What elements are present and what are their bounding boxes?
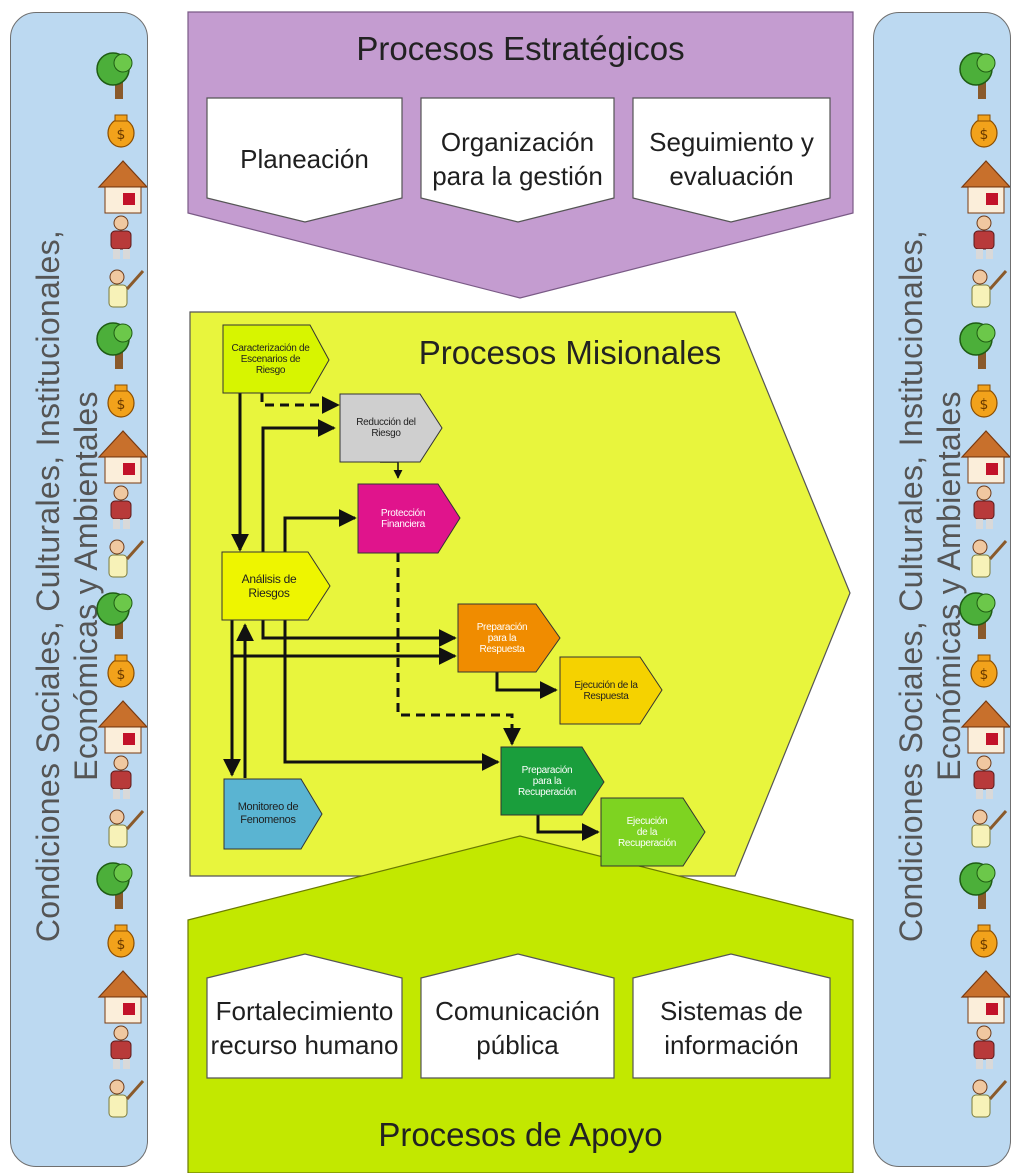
worker-icon [971, 269, 1008, 308]
person-icon [973, 215, 995, 259]
svg-text:$: $ [980, 127, 989, 143]
person-icon [110, 755, 132, 799]
person-icon [973, 485, 995, 529]
tree-icon [96, 322, 133, 369]
worker-icon [971, 1079, 1008, 1118]
money-bag-icon: $ [970, 114, 998, 148]
money-bag-icon: $ [107, 924, 135, 958]
node-monitoreo-shape [223, 778, 323, 850]
support-label-fortalecimiento: Fortalecimiento recurso humano [210, 996, 399, 1060]
person-icon [973, 755, 995, 799]
worker-icon [108, 809, 145, 848]
dashed-caracterizacion-reduccion [260, 393, 340, 414]
worker-icon [108, 269, 145, 308]
person-icon [110, 485, 132, 529]
svg-text:$: $ [980, 397, 989, 413]
right-icon-column: $ $ $ $ [956, 49, 1010, 1166]
svg-text:$: $ [117, 667, 126, 683]
house-icon [960, 430, 1010, 484]
missional-nodes [221, 324, 706, 867]
strategic-box-organizacion [420, 97, 615, 223]
svg-text:$: $ [980, 667, 989, 683]
tree-icon [959, 862, 996, 909]
connector-analisis-preparacion-respuesta-1 [261, 620, 457, 647]
right-conditions-panel: Condiciones Sociales, Culturales, Instit… [873, 12, 1011, 1167]
svg-text:$: $ [117, 397, 126, 413]
house-icon [97, 970, 147, 1024]
node-ejecucion-respuesta-shape [559, 656, 663, 725]
node-analisis: Análisis de Riesgos [241, 572, 297, 600]
support-label-comunicacion: Comunicación pública [435, 996, 600, 1060]
node-preparacion-respuesta-shape [457, 603, 561, 673]
tree-icon [96, 862, 133, 909]
connector-analisis-reduccion [261, 419, 336, 555]
tree-icon [96, 52, 133, 99]
worker-icon [108, 539, 145, 578]
strategic-label-seguimiento: Seguimiento y evaluación [649, 127, 814, 191]
money-bag-icon: $ [970, 654, 998, 688]
node-caracterizacion-shape [222, 324, 330, 394]
node-ejecucion-recuperacion: Ejecución de la Recuperación [617, 815, 677, 849]
support-box-fortalecimiento-shape [206, 953, 403, 1079]
left-conditions-panel: Condiciones Sociales, Culturales, Instit… [10, 12, 148, 1167]
support-box-comunicacion-shape [420, 953, 615, 1079]
left-icon-column: $ $ $ $ [93, 49, 147, 1166]
worker-icon [971, 809, 1008, 848]
support-boxes [206, 953, 831, 1079]
strategic-box-seguimiento [632, 97, 831, 223]
money-bag-icon: $ [107, 384, 135, 418]
support-box-sistemas-shape [632, 953, 831, 1079]
node-preparacion-recuperacion-shape [500, 746, 605, 816]
node-proteccion: Protección Financiera [380, 507, 426, 530]
node-analisis-shape [221, 551, 331, 621]
person-icon [110, 215, 132, 259]
worker-icon [108, 1079, 145, 1118]
support-label-sistemas: Sistemas de información [659, 996, 804, 1060]
house-icon [97, 160, 147, 214]
tree-icon [959, 322, 996, 369]
strategic-label-organizacion: Organización para la gestión [432, 127, 603, 191]
node-ejecucion-respuesta: Ejecución de la Respuesta [574, 679, 638, 702]
person-icon [110, 1025, 132, 1069]
node-monitoreo: Monitoreo de Fenomenos [237, 801, 299, 826]
house-icon [960, 160, 1010, 214]
strategic-label-planeacion: Planeación [240, 144, 369, 174]
strategic-box-planeacion [206, 97, 403, 223]
tree-icon [959, 592, 996, 639]
node-preparacion-recuperacion: Preparación para la Recuperación [517, 764, 577, 798]
support-title: Procesos de Apoyo [378, 1116, 663, 1153]
dashed-proteccion-preparacion-recuperacion [396, 553, 521, 746]
connector-preparacion-ejecucion-respuesta [495, 672, 558, 699]
svg-text:$: $ [117, 127, 126, 143]
node-caracterizacion: Caracterización de Escenarios de Riesgo [231, 342, 310, 376]
house-icon [960, 970, 1010, 1024]
strategic-title: Procesos Estratégicos [356, 30, 685, 67]
connector-analisis-preparacion-recuperacion [283, 620, 500, 771]
connector-analisis-proteccion [283, 509, 357, 555]
tree-icon [96, 592, 133, 639]
house-icon [97, 700, 147, 754]
tree-icon [959, 52, 996, 99]
node-reduccion-shape [339, 393, 443, 463]
dashed-connectors [260, 393, 521, 746]
worker-icon [971, 539, 1008, 578]
house-icon [960, 700, 1010, 754]
node-reduccion: Reducción del Riesgo [356, 417, 416, 439]
svg-text:$: $ [117, 937, 126, 953]
svg-text:$: $ [980, 937, 989, 953]
money-bag-icon: $ [970, 924, 998, 958]
house-icon [97, 430, 147, 484]
person-icon [973, 1025, 995, 1069]
money-bag-icon: $ [107, 654, 135, 688]
missional-title: Procesos Misionales [418, 334, 722, 371]
node-proteccion-shape [357, 483, 461, 554]
node-ejecucion-recuperacion-shape [600, 797, 706, 867]
node-preparacion-respuesta: Preparación para la Respuesta [476, 621, 528, 655]
strategic-boxes [206, 97, 831, 223]
flow-connectors [223, 393, 600, 841]
connector-preparacion-ejecucion-recuperacion [536, 815, 600, 841]
money-bag-icon: $ [107, 114, 135, 148]
money-bag-icon: $ [970, 384, 998, 418]
